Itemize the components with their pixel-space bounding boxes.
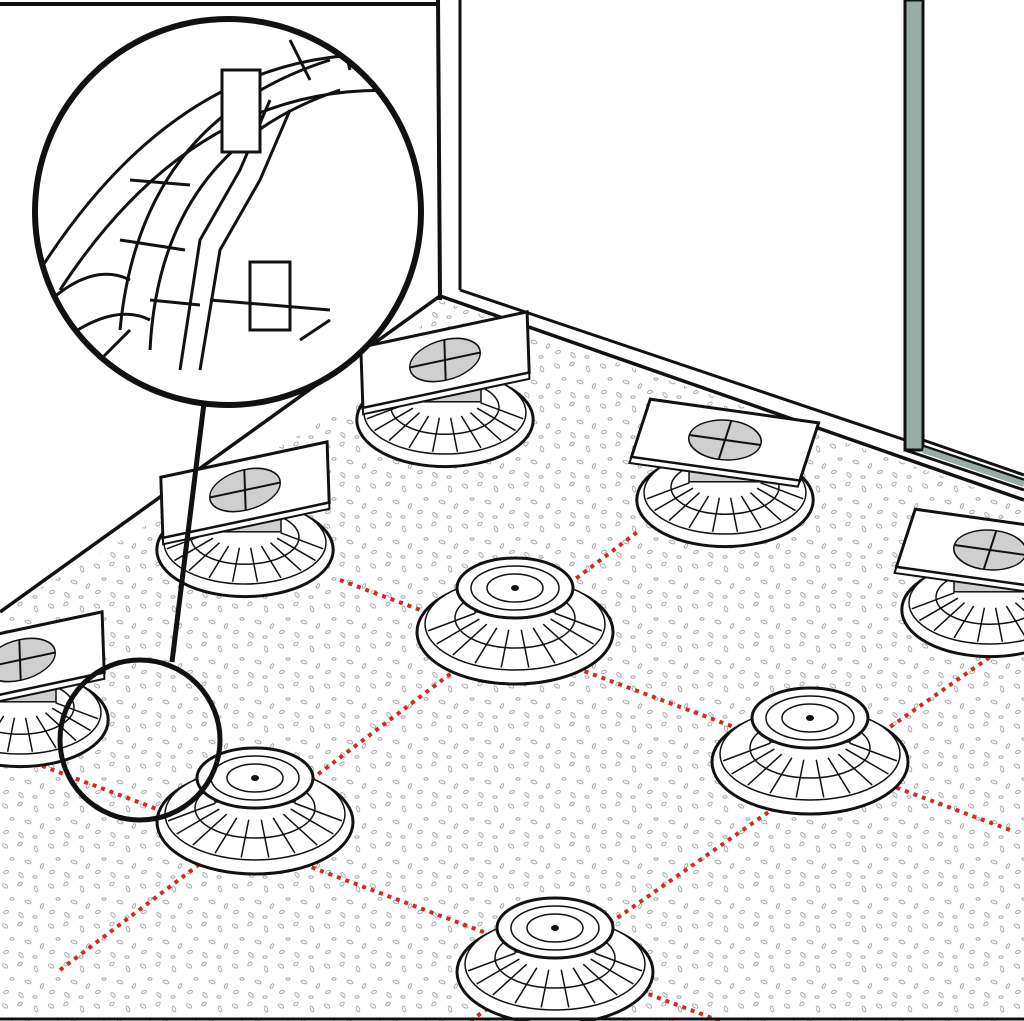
door-frame [903,0,925,452]
pedestal-with-pad-icon [355,310,535,469]
pedestal-icon [155,746,355,876]
magnifier-connector [169,394,208,663]
pedestal-with-pad-icon [0,610,110,769]
pedestal-with-pad-icon [893,507,1024,659]
detail-circle [32,16,424,408]
pedestal-icon [415,556,615,686]
pedestal-with-pad-icon [628,397,821,549]
pedestal-with-pad-icon [155,440,335,599]
floor-edge [0,294,1024,614]
pedestal-icon [455,896,655,1021]
magnifier-small-circle [57,657,223,823]
pedestal-icon [710,686,910,816]
